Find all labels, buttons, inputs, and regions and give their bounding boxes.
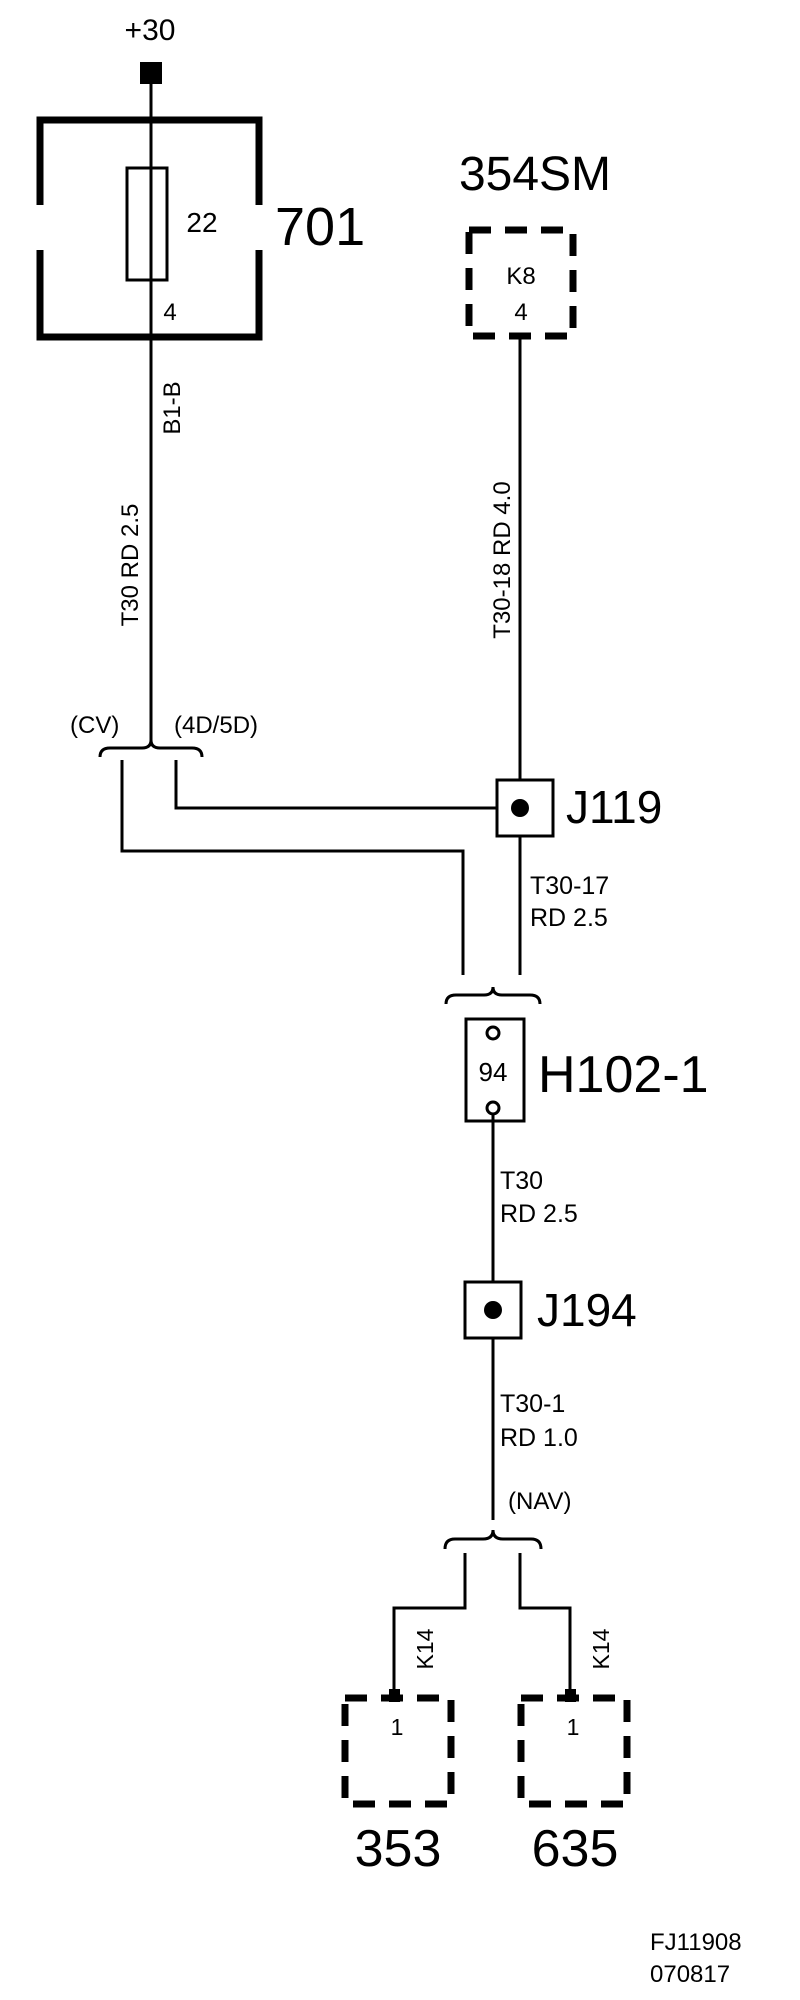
footer-date: 070817 [650, 1961, 730, 1988]
wire-cv-branch [120, 760, 465, 975]
connector-h102-pin-out [485, 1100, 501, 1116]
module-635-pin: 1 [567, 1714, 580, 1740]
wire-t30-spec: RD 2.5 [500, 1200, 578, 1228]
variant-bracket-h102 [444, 986, 542, 1005]
wire-code-b1b: B1-B [159, 381, 186, 434]
variant-nav: (NAV) [508, 1488, 572, 1515]
wire-t30-1-spec: RD 1.0 [500, 1424, 578, 1452]
module-353-pin: 1 [391, 1714, 404, 1740]
fusebox-pin: 4 [163, 299, 176, 326]
variant-cv: (CV) [70, 712, 119, 739]
connector-h102-pin-in [485, 1025, 501, 1041]
module-354sm-connector-label: K8 [506, 263, 535, 290]
wire-spec-t30-18: T30-18 RD 4.0 [489, 481, 516, 638]
module-353-connector [341, 1694, 455, 1808]
module-635-id: 635 [532, 1820, 619, 1878]
connector-h102-pin: 94 [479, 1057, 508, 1087]
module-635-connector [517, 1694, 631, 1808]
splice-j119-id: J119 [566, 781, 662, 833]
variant-4d5d: (4D/5D) [174, 712, 258, 739]
fusebox-701: 22 4 [36, 116, 263, 341]
splice-j194-id: J194 [537, 1284, 637, 1336]
variant-bracket-top [98, 739, 204, 758]
footer-code: FJ11908 [650, 1929, 742, 1956]
module-353-connector-label: K14 [412, 1628, 438, 1669]
module-354sm-id: 354SM [459, 148, 611, 201]
fuse-symbol [125, 166, 169, 282]
wire-to-353 [392, 1553, 467, 1695]
supply-label: +30 [125, 14, 176, 47]
module-353-id: 353 [355, 1820, 442, 1878]
wire-spec-t30: T30 RD 2.5 [117, 504, 144, 627]
connector-h102-id: H102-1 [538, 1046, 709, 1104]
wire-t30-1-code: T30-1 [500, 1390, 565, 1418]
splice-j194-dot [484, 1301, 502, 1319]
module-354sm-pin: 4 [514, 299, 527, 326]
fuse-number: 22 [186, 207, 217, 238]
wire-t30-17-code: T30-17 [530, 872, 609, 900]
wire-t30-code: T30 [500, 1167, 543, 1195]
module-635-connector-label: K14 [588, 1628, 614, 1669]
splice-j119-dot [511, 799, 529, 817]
supply-terminal [140, 62, 162, 84]
variant-bracket-nav [443, 1529, 543, 1550]
wire-to-635 [518, 1553, 572, 1695]
fusebox-id: 701 [275, 197, 365, 257]
wire-t30-17-spec: RD 2.5 [530, 904, 608, 932]
wire-4d5d-branch [174, 760, 497, 810]
